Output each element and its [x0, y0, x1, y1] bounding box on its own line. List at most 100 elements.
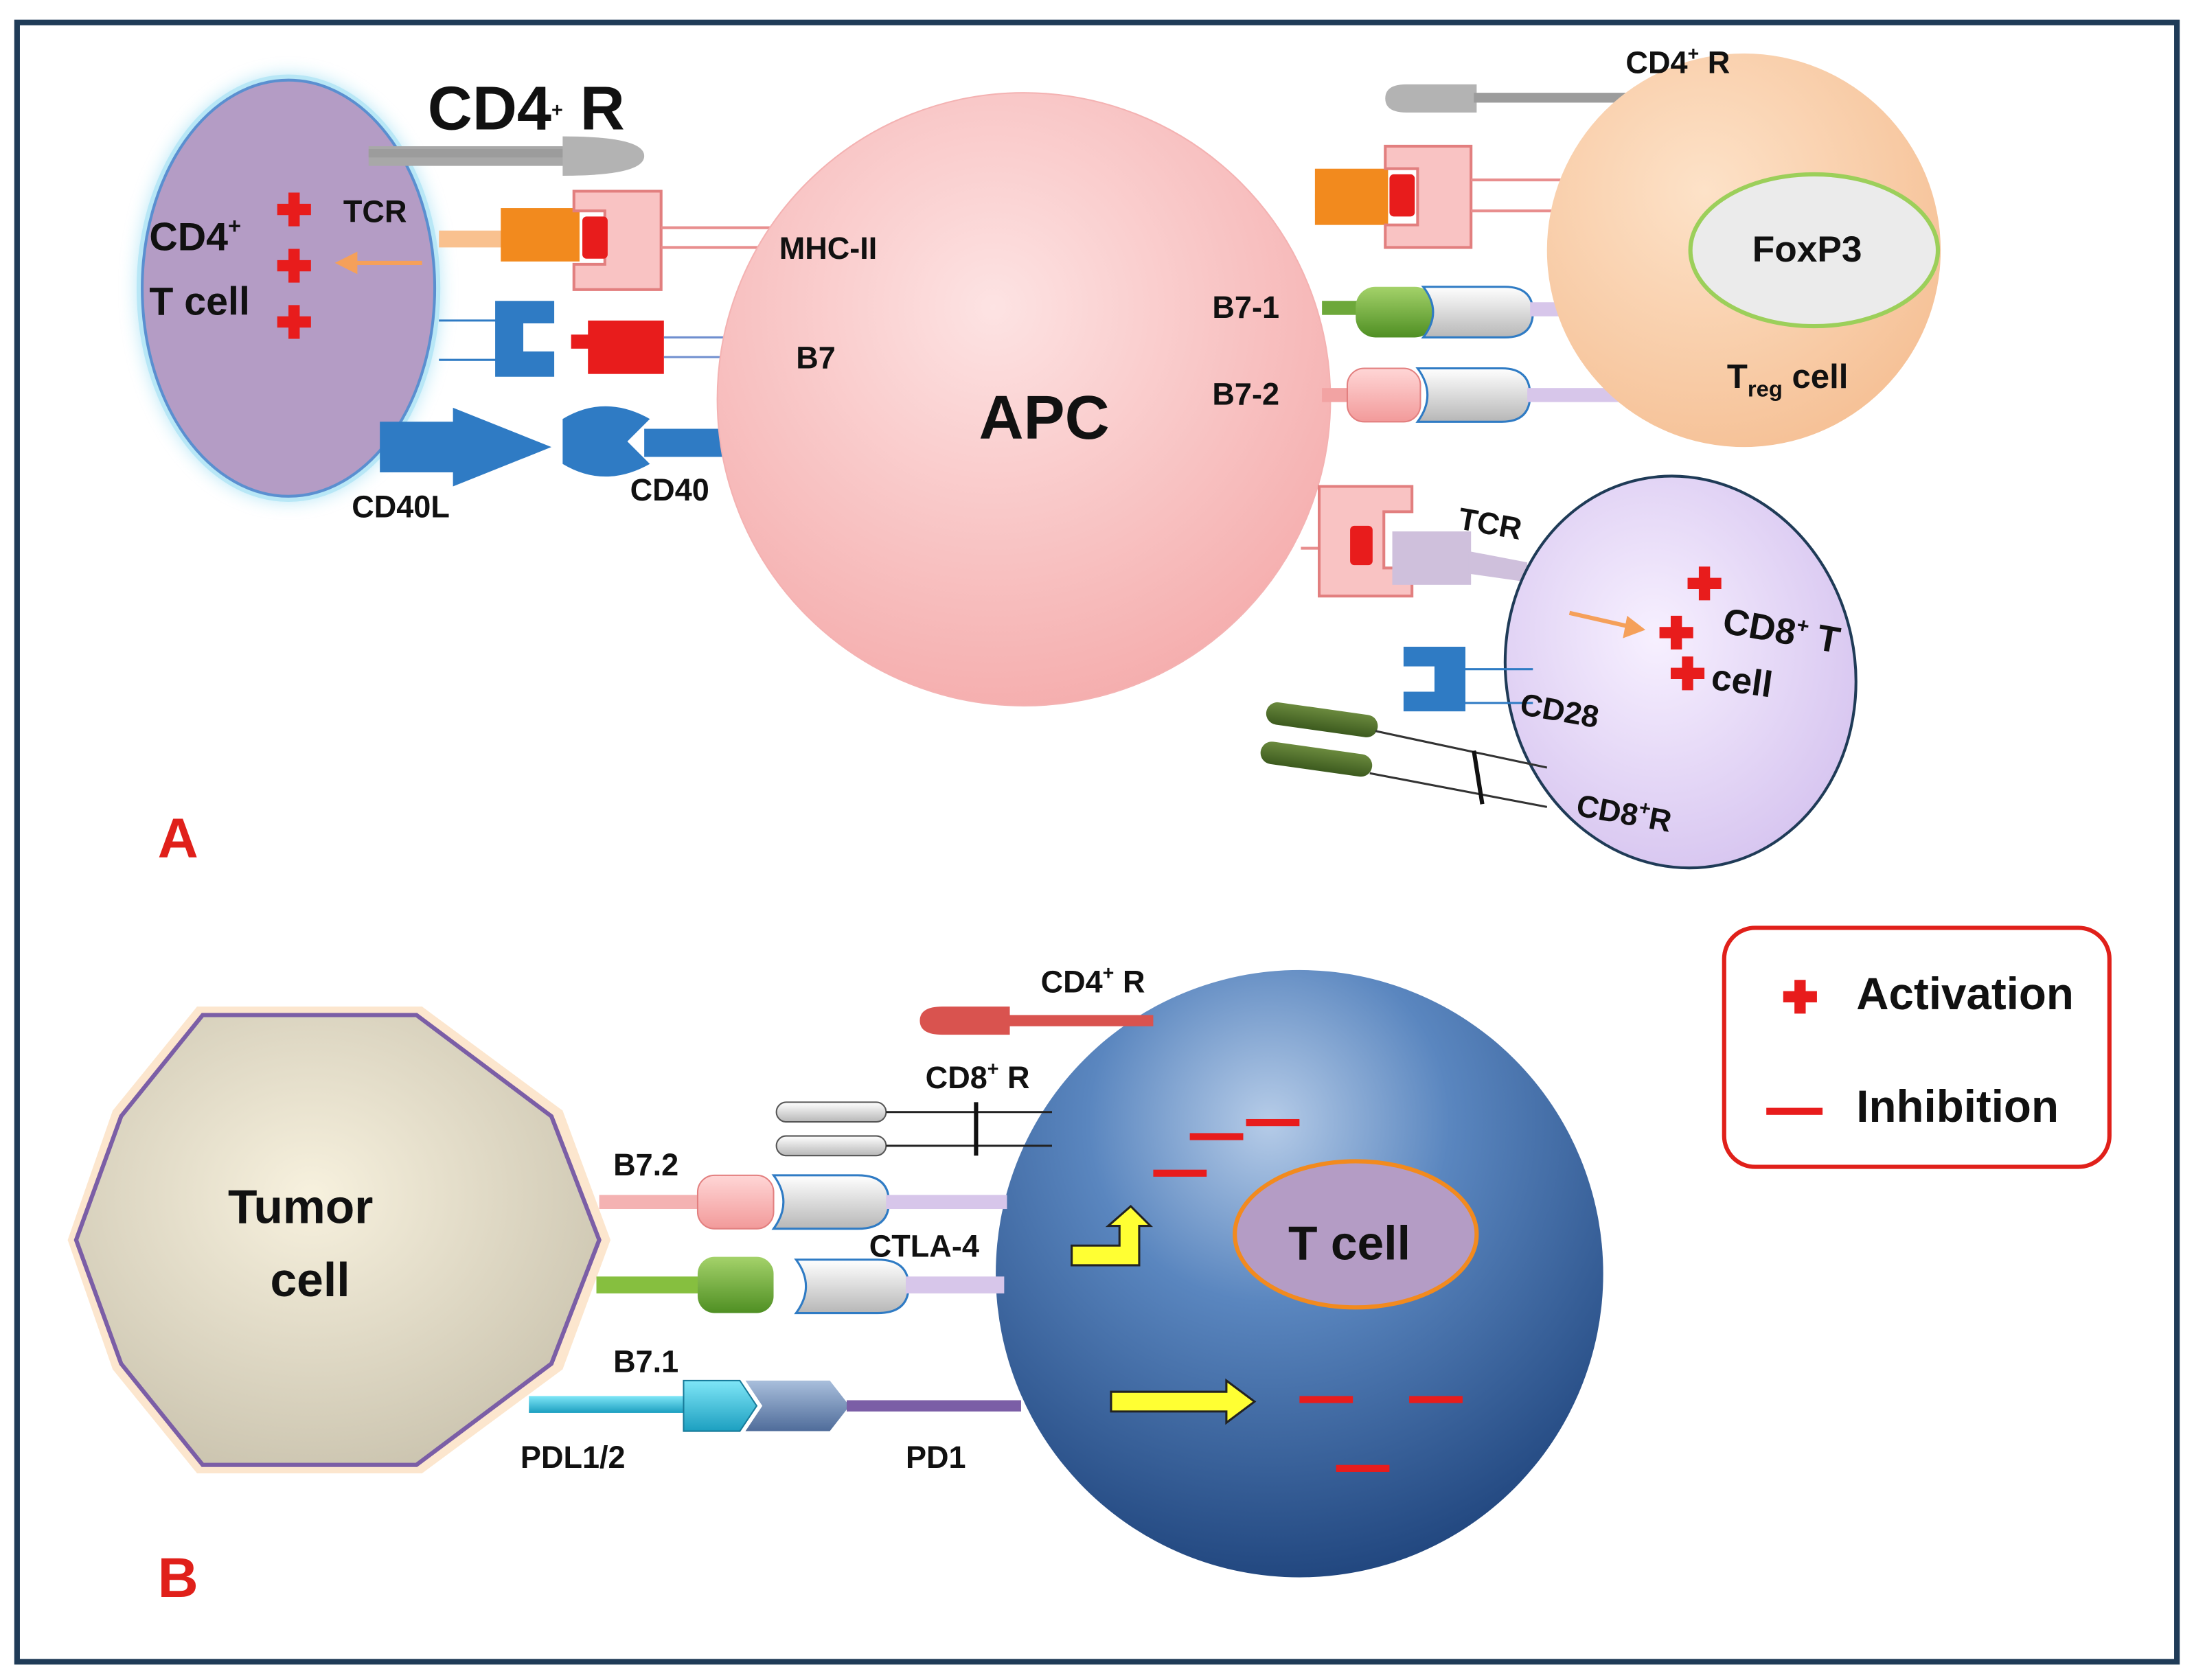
cd4-receptor-left-stalk [368, 149, 580, 158]
cd8-receptor-b-label: CD8+ R [926, 1058, 1030, 1094]
cd4-receptor-b-stalk [1007, 1015, 1154, 1026]
tumor-cell-label-line2: cell [270, 1253, 350, 1307]
tumor-cell-label-line1: Tumor [228, 1180, 373, 1233]
cd4-receptor-left-label: CD4+ R [428, 73, 625, 143]
b7-2-stalk [1322, 388, 1353, 402]
cd28-left-receptor [495, 301, 555, 377]
t-cell-nucleus [1233, 1159, 1479, 1310]
inhibition-dash-1 [1189, 1133, 1244, 1140]
cd40l-arrow [380, 407, 551, 487]
cd4-receptor-right-stalk [1474, 93, 1657, 103]
b7-2-b-label: B7.2 [613, 1147, 678, 1182]
activation-cross-cd4-3 [277, 305, 311, 339]
cd4-t-cell [141, 78, 437, 498]
tumor-cell [73, 1013, 602, 1467]
signal-straight-arrow [1110, 1378, 1257, 1425]
cd4-receptor-right-label: CD4+ R [1625, 43, 1730, 80]
cd8-receptor-line-2 [1369, 772, 1548, 808]
pdl-ligand [683, 1379, 758, 1432]
cd8-receptor-tick [1472, 750, 1485, 805]
pd1-receptor [745, 1380, 850, 1431]
activation-cross-cd4-2 [277, 249, 311, 283]
cd4-receptor-right-head [1385, 84, 1477, 113]
legend-inhibition-label: Inhibition [1856, 1081, 2059, 1131]
cd40l-label: CD40L [352, 490, 450, 525]
signal-arrow-cd8 [1568, 610, 1646, 638]
cd8-receptor-rod-2 [1260, 741, 1373, 777]
foxp3-nucleus [1688, 172, 1941, 329]
cd28-treg-cap [1421, 286, 1534, 338]
legend-inhibition-icon [1766, 1107, 1823, 1115]
inhibition-dash-2 [1246, 1118, 1300, 1127]
t-cell-label: T cell [1288, 1217, 1410, 1270]
cd8-receptor-rod-1 [1266, 702, 1378, 737]
cd8-cell-label-line2: cell [1709, 657, 1775, 706]
inhibition-dash-3 [1153, 1169, 1207, 1177]
b7-2-b-ligand [696, 1174, 775, 1230]
cd4-receptor-b-head [919, 1006, 1010, 1035]
cd8-receptor-b-rod-1 [775, 1101, 887, 1123]
b7-1-stalk [1322, 301, 1362, 315]
panel-a-letter: A [158, 807, 198, 870]
cd4-receptor-b-label: CD4+ R [1041, 963, 1145, 999]
cd28-b-cap [771, 1174, 890, 1230]
inhibition-marks [1153, 1118, 1463, 1472]
activation-marks-cd4 [277, 192, 311, 339]
legend-box [1722, 925, 2112, 1169]
ctla4-treg-cap [1415, 367, 1531, 423]
b7-2-b-stalk [599, 1195, 704, 1210]
b7-left-ligand [588, 320, 664, 374]
b7-1-label: B7-1 [1212, 290, 1279, 325]
panel-b-letter: B [158, 1547, 198, 1609]
inhibition-dash-5 [1409, 1396, 1463, 1403]
mhc-ii-left-block [572, 189, 663, 291]
activation-cross-cd8-1 [1687, 566, 1722, 601]
legend-activation-label: Activation [1856, 969, 2074, 1019]
antigen-peptide-right [1389, 174, 1415, 217]
legend-activation-icon [1783, 980, 1817, 1014]
b7-1-ligand [1356, 286, 1435, 338]
signal-bent-arrow [1071, 1204, 1154, 1267]
activation-cross-cd8-2 [1659, 615, 1693, 650]
cd28-cd8-receptor [1403, 646, 1465, 712]
activation-cross-cd4-1 [277, 192, 311, 227]
activation-marks-cd8 [1659, 566, 1722, 691]
tcr-cd8-stalk [1468, 551, 1528, 582]
figure-frame [14, 19, 2180, 1665]
cd40-receptor-stalk [644, 428, 732, 457]
cd40-receptor-head [562, 406, 650, 477]
b7-1-b-stalk [596, 1276, 704, 1293]
pdl-label: PDL1/2 [521, 1440, 626, 1475]
b7-label: B7 [796, 340, 836, 375]
apc-label: APC [979, 383, 1109, 452]
foxp3-label: FoxP3 [1752, 229, 1862, 270]
cd8-receptor-b-rod-2 [775, 1135, 887, 1157]
inhibition-dash-4 [1299, 1396, 1353, 1403]
ctla4-b-stalk [906, 1276, 1005, 1293]
b7-2-label: B7-2 [1212, 377, 1279, 412]
pd1-label: PD1 [906, 1440, 966, 1475]
pdl-stalk [529, 1396, 687, 1413]
cd28-b-stalk [886, 1195, 1007, 1210]
mhc-ii-label: MHC-II [779, 231, 878, 266]
cd40-label: CD40 [630, 472, 709, 507]
antigen-peptide-left [582, 216, 608, 259]
tcr-right-orange [1314, 168, 1389, 225]
cd4-cell-label-line1: CD4+ [149, 213, 241, 260]
b7-1-b-label: B7.1 [613, 1344, 678, 1379]
cd4-cell-label-line2: T cell [149, 280, 250, 324]
b7-1-b-ligand [697, 1256, 774, 1313]
tcr-left-stalk [439, 230, 507, 248]
pd1-stalk [847, 1400, 1021, 1412]
antigen-peptide-cd8 [1350, 525, 1373, 566]
b7-2-ligand [1346, 367, 1421, 423]
tcr-cd8-block [1392, 531, 1472, 585]
tcr-left-orange [501, 208, 580, 262]
ctla4-b-cap [794, 1258, 910, 1315]
ctla4-label: CTLA-4 [869, 1229, 979, 1264]
b7-left-connector [571, 334, 591, 349]
activation-cross-cd8-3 [1670, 656, 1705, 691]
cd8-receptor-line-1 [1375, 730, 1548, 769]
tcr-left-label: TCR [343, 194, 407, 229]
